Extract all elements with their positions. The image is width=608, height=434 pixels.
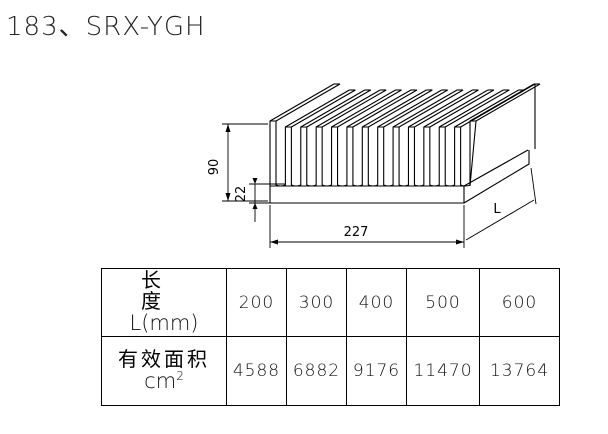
fin-top-edge — [475, 83, 541, 122]
fin-top-edge — [423, 89, 489, 128]
fins-group — [269, 83, 541, 187]
fin-top-edge — [408, 89, 473, 128]
page-title: 183、SRX-YGH — [6, 12, 206, 42]
spec-table: 长 度 L(mm) 200 300 400 500 600 有效面积 cm2 4… — [101, 268, 560, 406]
fin-top-edge — [300, 89, 366, 128]
fin-top-edge — [469, 83, 535, 122]
area-value: 13764 — [479, 336, 560, 406]
area-value: 9176 — [346, 336, 407, 406]
fin-top-edge — [454, 89, 519, 128]
fin-top-edge — [444, 89, 510, 128]
dim-width-label: 227 — [344, 225, 369, 240]
length-label-unit: L(mm) — [129, 311, 199, 336]
fin-top-edge — [346, 89, 412, 128]
fin-top-edge — [383, 89, 448, 128]
fin-top-edge — [315, 89, 381, 128]
length-value: 400 — [346, 268, 407, 337]
area-label-unit: cm — [144, 369, 177, 394]
fin-top-edge — [321, 89, 387, 128]
fin-top-edge — [398, 89, 464, 128]
table-row-length: 长 度 L(mm) 200 300 400 500 600 — [101, 268, 560, 337]
area-label-cn: 有效面积 — [118, 347, 210, 372]
length-value: 200 — [226, 268, 287, 337]
area-value: 11470 — [406, 336, 480, 406]
area-value: 6882 — [286, 336, 347, 406]
dim-length-label: L — [493, 202, 501, 217]
fin-top-edge — [269, 83, 335, 122]
dim-base-label: 22 — [234, 186, 249, 203]
base-front-face — [269, 185, 465, 204]
length-value: 300 — [286, 268, 347, 337]
table-row-area: 有效面积 cm2 4588 6882 9176 11470 13764 — [101, 336, 560, 406]
area-header-cell: 有效面积 cm2 — [101, 336, 227, 406]
base-top-edge — [463, 149, 529, 187]
length-value: 500 — [406, 268, 480, 337]
fin-top-edge — [285, 89, 350, 128]
area-label-unit-sup: 2 — [176, 369, 184, 384]
base-side-face — [463, 150, 530, 204]
fin-top-edge — [377, 89, 442, 128]
length-header-cell: 长 度 L(mm) — [101, 268, 227, 337]
fin-top-edge — [337, 89, 402, 128]
area-value: 4588 — [226, 336, 287, 406]
length-value: 600 — [479, 268, 560, 337]
fin-top-edge — [438, 89, 504, 128]
fin-profile — [269, 120, 477, 187]
fin-top-edge — [368, 89, 433, 128]
area-label-unit-wrap: cm2 — [102, 370, 226, 392]
fin-top-edge — [392, 89, 458, 128]
length-label-cn: 长 度 — [141, 268, 187, 314]
fin-top-edge — [362, 89, 427, 128]
fin-top-edge — [352, 89, 418, 128]
fin-top-edge — [331, 89, 396, 128]
fin-top-edge — [414, 89, 479, 128]
fin-top-edge — [306, 89, 372, 128]
dim-height-label: 90 — [207, 159, 222, 176]
fin-top-edge — [429, 89, 495, 128]
fin-top-edge — [291, 89, 356, 128]
fin-top-edge — [275, 83, 341, 122]
